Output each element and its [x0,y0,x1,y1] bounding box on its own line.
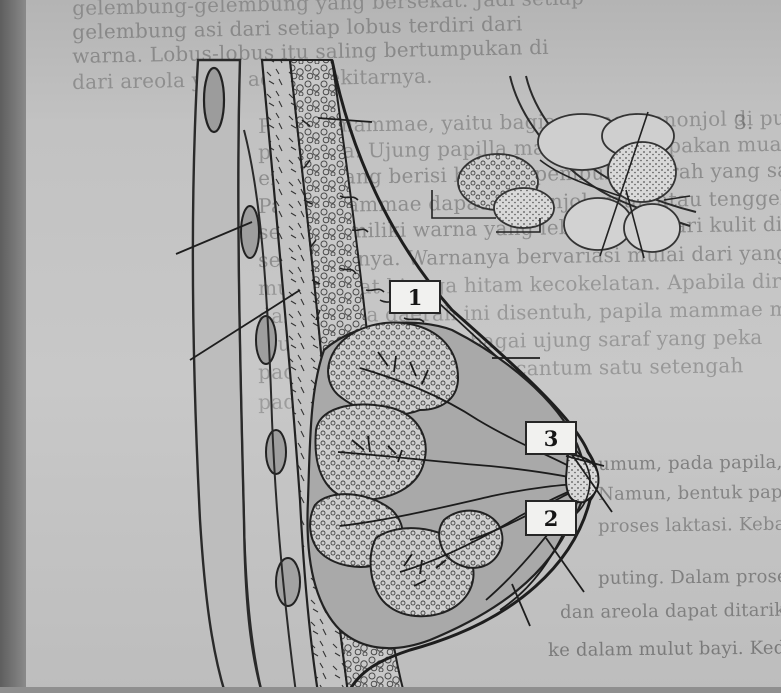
inset-alveoli-diagram [432,76,696,258]
page-bottom-edge [0,687,781,693]
label-box-3: 3 [525,421,577,455]
page-edge-shadow [0,0,26,693]
label-box-2: 2 [525,500,577,536]
label-box-1: 1 [389,280,441,314]
